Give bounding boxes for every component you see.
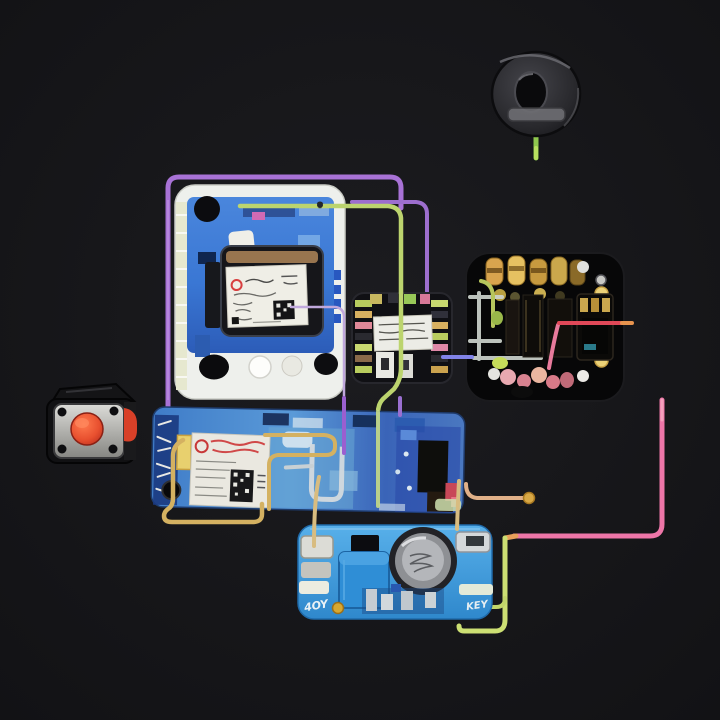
pcb-edge-ladder bbox=[176, 202, 187, 390]
capacitor-row bbox=[485, 255, 586, 286]
wire-purple-loop bbox=[165, 174, 404, 415]
silver-jumpers bbox=[468, 291, 543, 361]
pin-stripes-left bbox=[355, 300, 372, 373]
module-marking-left: 4OY bbox=[302, 597, 330, 614]
wire-tan-stubs bbox=[312, 475, 536, 548]
wire-purple-2 bbox=[350, 200, 429, 294]
side-component bbox=[205, 262, 221, 328]
wire-green-main bbox=[237, 203, 404, 416]
wire-green-l bbox=[456, 535, 508, 634]
gold-pad bbox=[331, 601, 345, 615]
wire-lilac-thin bbox=[289, 305, 346, 400]
mount-hole bbox=[314, 353, 338, 375]
solder-pad bbox=[300, 535, 334, 559]
mount-hole bbox=[194, 196, 220, 222]
pin-stripes-right bbox=[431, 300, 448, 373]
module-sticker bbox=[225, 264, 309, 328]
black-chip bbox=[417, 440, 449, 493]
mount-hole bbox=[199, 354, 229, 380]
edge-glyphs bbox=[155, 420, 172, 495]
button-side bbox=[124, 408, 137, 442]
silver-loop bbox=[308, 443, 345, 502]
boost-converter-module: 4OY KEY bbox=[297, 524, 493, 620]
blue-gps-pcb bbox=[174, 184, 346, 400]
red-push-button bbox=[46, 382, 137, 464]
piezo-buzzer-knob bbox=[490, 50, 582, 161]
wire-gold-loop bbox=[161, 437, 265, 525]
module-marking-right: KEY bbox=[466, 599, 491, 613]
wire-pink-l bbox=[502, 397, 665, 541]
knob-slot bbox=[507, 107, 566, 122]
black-capacitor-board bbox=[465, 252, 625, 402]
gps-module bbox=[220, 245, 324, 337]
electrolytic-capacitor bbox=[389, 527, 457, 595]
wire-bead bbox=[522, 491, 536, 505]
horizontal-blue-board bbox=[150, 406, 466, 514]
board-sticker bbox=[188, 432, 271, 509]
wire-gold-s bbox=[263, 433, 337, 511]
smd-chip bbox=[351, 535, 379, 552]
button-cap bbox=[70, 412, 104, 446]
